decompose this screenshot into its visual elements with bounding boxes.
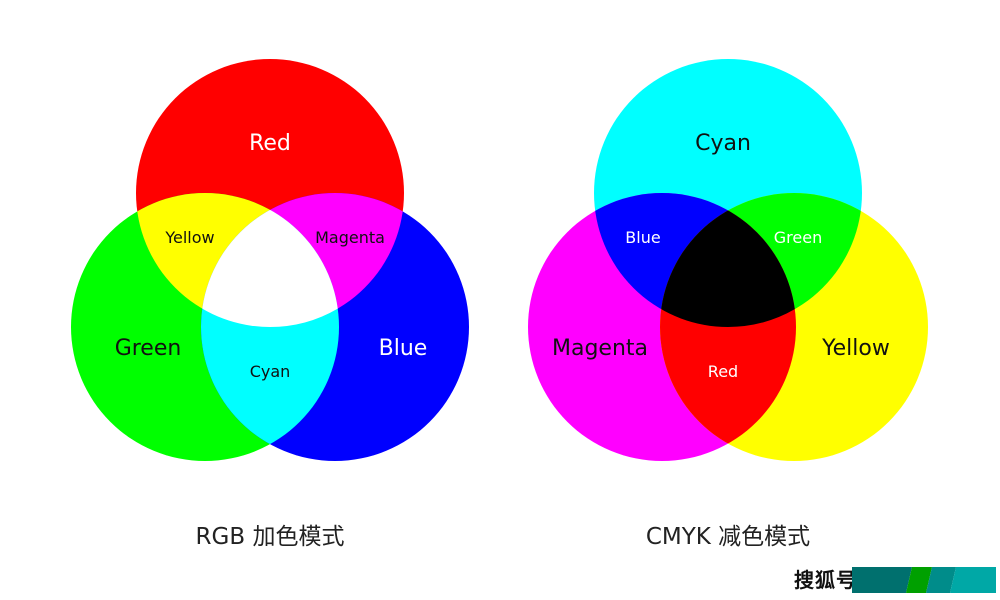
watermark-stripe xyxy=(950,567,996,593)
cmyk-blue-label: Blue xyxy=(625,228,660,247)
rgb-blue-label: Blue xyxy=(379,336,428,361)
cmyk-magenta-label: Magenta xyxy=(552,336,648,361)
cmyk-cyan-label: Cyan xyxy=(695,131,751,156)
rgb-caption: RGB 加色模式 xyxy=(195,524,345,550)
watermark-color-bar xyxy=(852,567,996,593)
rgb-green-label: Green xyxy=(115,336,182,361)
rgb-red-label: Red xyxy=(249,131,291,156)
rgb-diagram: Red Green Blue Yellow Magenta Cyan xyxy=(71,59,469,461)
watermark-stripe xyxy=(852,567,912,593)
rgb-magenta-label: Magenta xyxy=(315,228,385,247)
cmyk-black-center xyxy=(660,193,796,327)
watermark-stripe xyxy=(906,567,932,593)
rgb-cyan-label: Cyan xyxy=(250,362,291,381)
watermark-text: 搜狐号 xyxy=(794,568,857,592)
rgb-white-center xyxy=(201,193,339,327)
cmyk-red-label: Red xyxy=(708,362,738,381)
cmyk-diagram: Cyan Magenta Yellow Blue Green Red xyxy=(528,59,928,461)
watermark-stripe xyxy=(926,567,956,593)
rgb-yellow-label: Yellow xyxy=(164,228,214,247)
cmyk-green-label: Green xyxy=(774,228,822,247)
cmyk-yellow-label: Yellow xyxy=(821,336,890,361)
cmyk-caption: CMYK 减色模式 xyxy=(645,524,811,550)
watermark: 搜狐号 xyxy=(790,565,1000,595)
